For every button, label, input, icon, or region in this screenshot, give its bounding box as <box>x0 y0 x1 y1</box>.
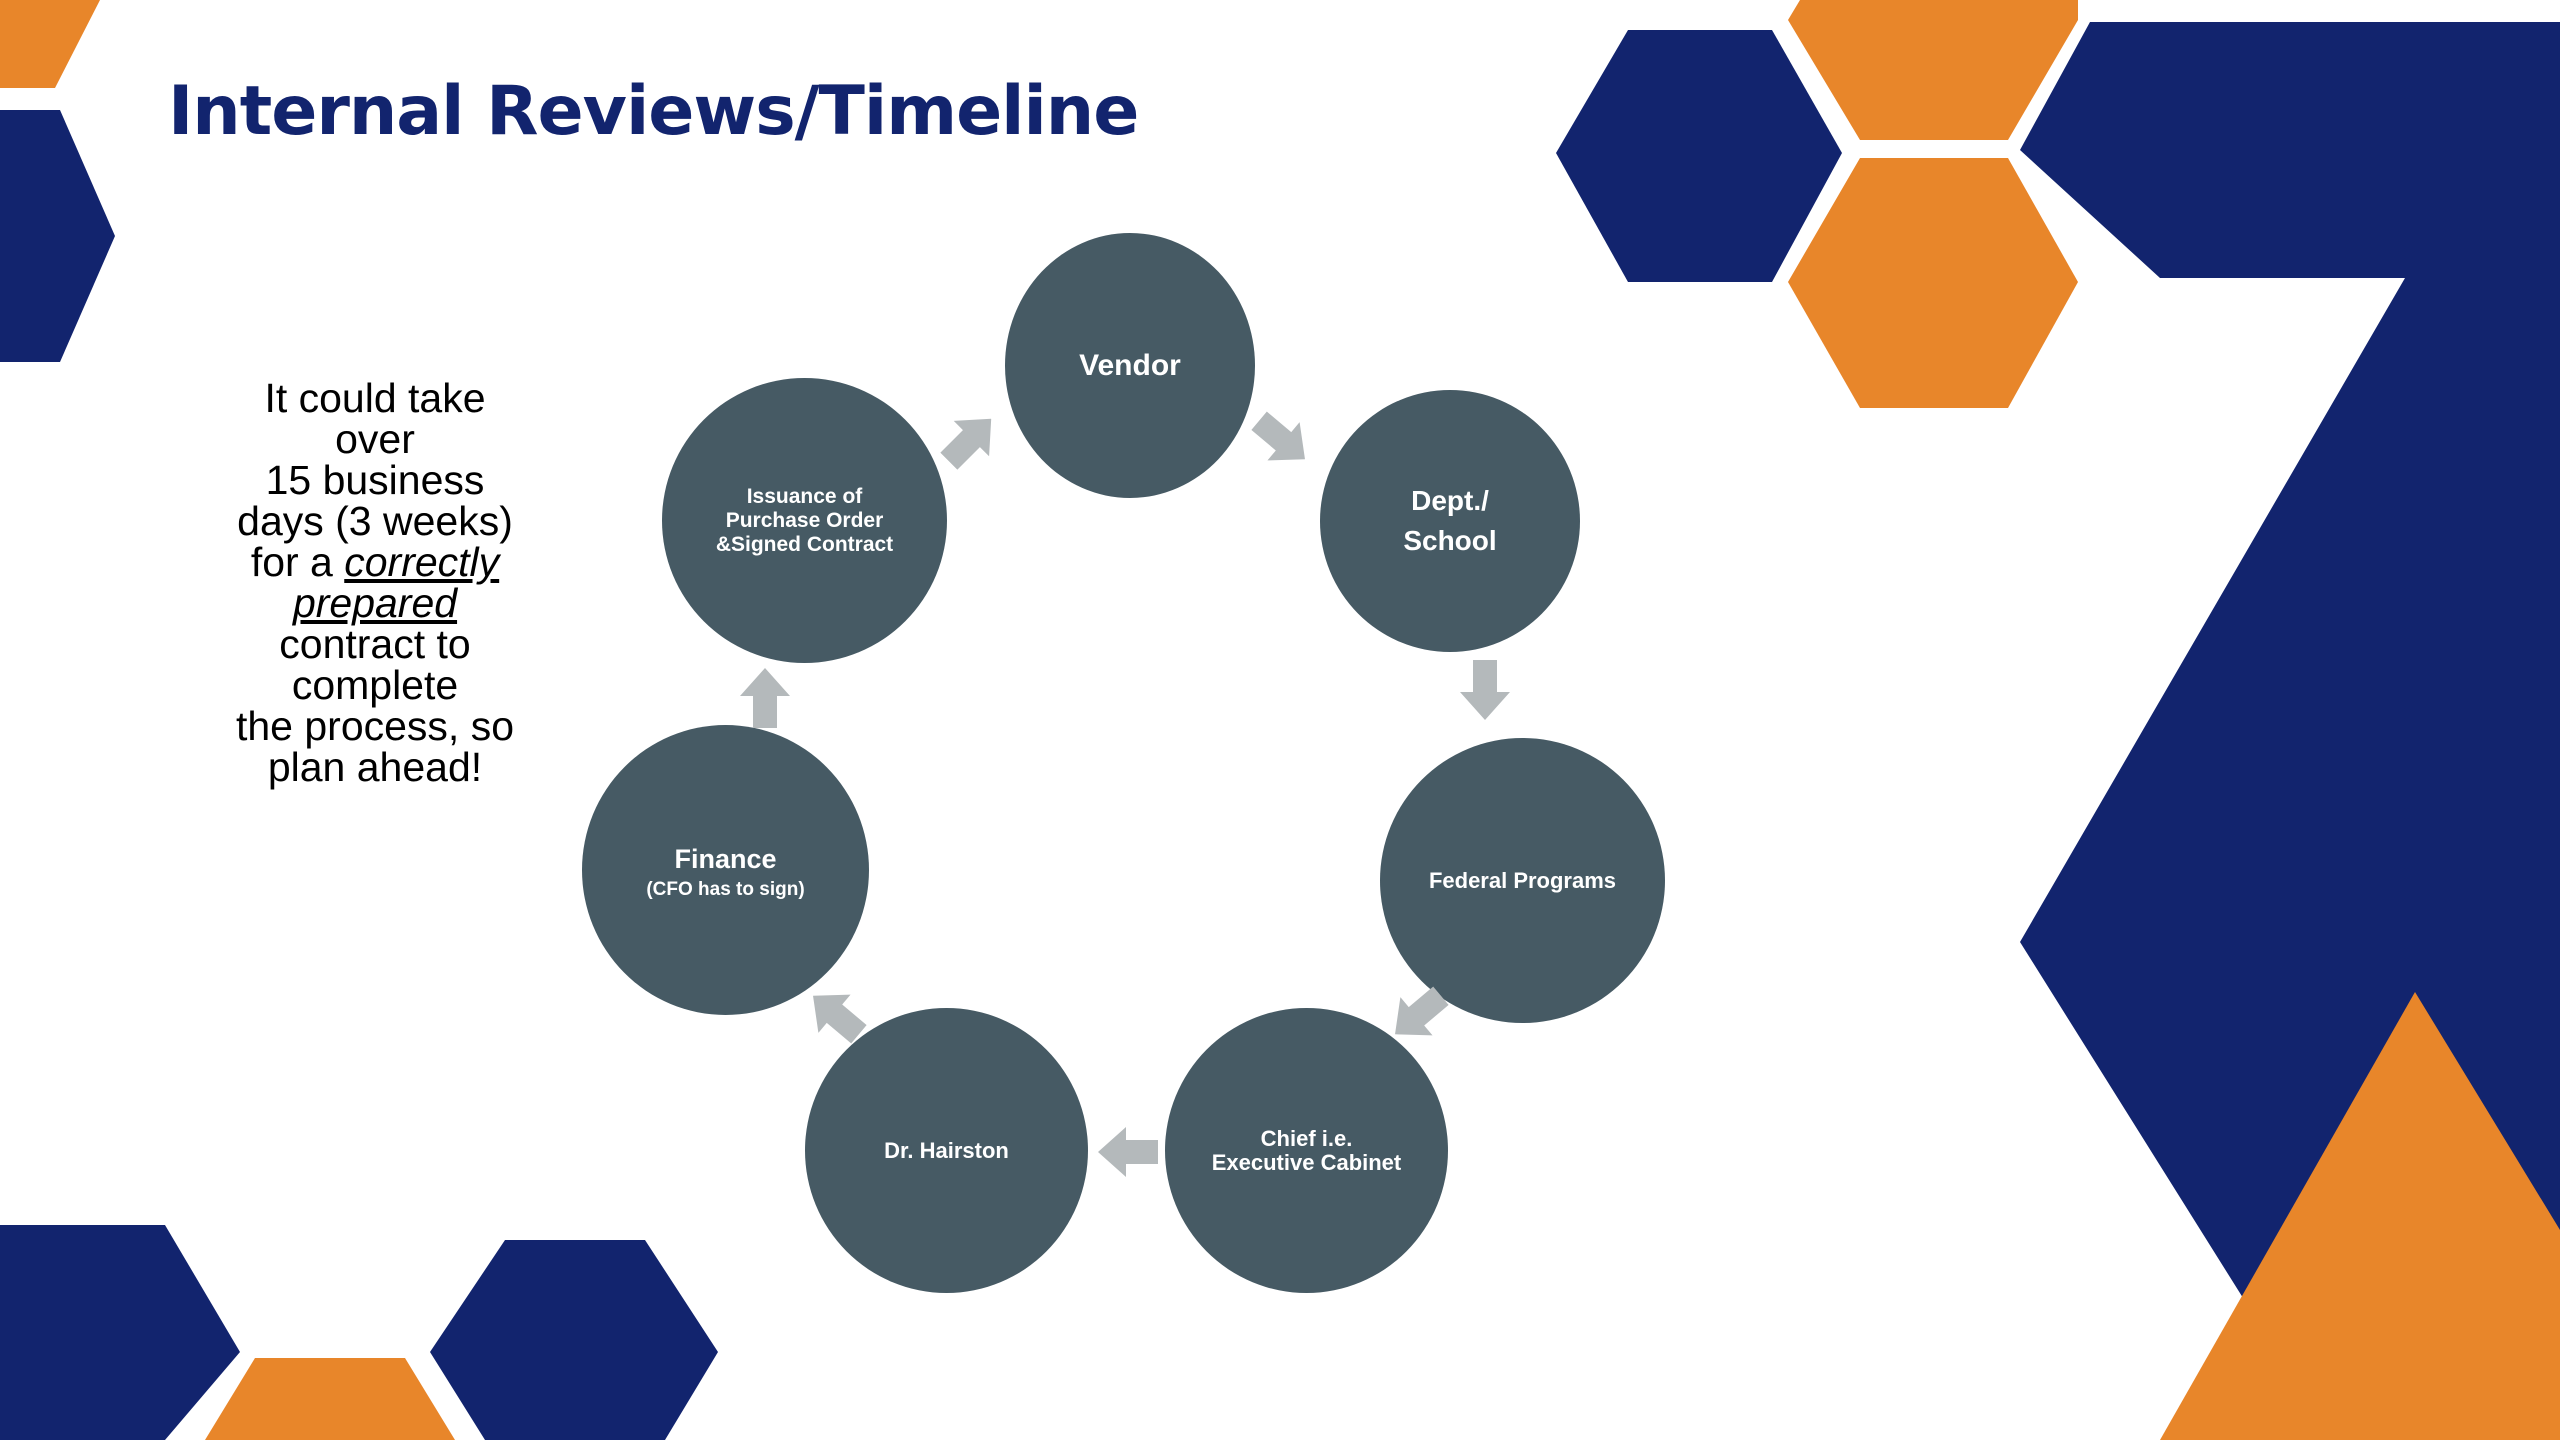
navy-hexagon-bottom-center <box>430 1240 718 1440</box>
node-label: Dr. Hairston <box>884 1137 1009 1163</box>
orange-hexagon-top-right <box>1788 0 2078 140</box>
node-dr-hairston: Dr. Hairston <box>805 1008 1088 1293</box>
note-emphasis-prepared: prepared <box>292 580 458 626</box>
slide-title: Internal Reviews/Timeline <box>168 72 1139 151</box>
edge-hairston-to-finance <box>797 977 875 1054</box>
node-federal-programs: Federal Programs <box>1380 738 1665 1023</box>
note-line-emphasis: for a correctly <box>205 542 545 583</box>
node-issuance: Issuance of Purchase Order &Signed Contr… <box>662 378 947 663</box>
note-line: It could take <box>264 375 486 421</box>
node-label: Finance <box>674 844 777 874</box>
navy-hexagon-bottom-left <box>0 1225 240 1440</box>
note-prefix: for a <box>250 539 345 585</box>
edge-issuance-to-vendor <box>931 401 1009 479</box>
edge-chief-to-hairston <box>1098 1127 1158 1177</box>
edge-dept-to-federal <box>1460 660 1510 720</box>
note-line: the process, so <box>235 703 515 749</box>
edge-vendor-to-dept <box>1243 402 1321 479</box>
note-line: days (3 weeks) <box>237 498 513 544</box>
node-label: Issuance of <box>746 484 863 508</box>
note-emphasis-correctly: correctly <box>344 539 500 585</box>
node-finance: Finance (CFO has to sign) <box>582 725 869 1015</box>
note-line: 15 business <box>265 457 485 503</box>
note-line: complete <box>291 662 459 708</box>
navy-hexagon-top-right <box>1556 30 1842 282</box>
note-line: contract to <box>279 621 471 667</box>
orange-hexagon-bottom <box>205 1358 455 1440</box>
node-chief-executive-cabinet: Chief i.e. Executive Cabinet <box>1165 1008 1448 1293</box>
edge-finance-to-issuance <box>740 668 790 728</box>
node-sublabel: (CFO has to sign) <box>646 879 805 900</box>
node-dept-school: Dept./ School <box>1320 390 1580 652</box>
node-label: School <box>1403 525 1497 556</box>
node-label: Federal Programs <box>1428 867 1617 893</box>
orange-hexagon-right-middle <box>1788 158 2078 408</box>
timeline-note: It could take over 15 business days (3 w… <box>205 378 545 788</box>
node-label: Dept./ <box>1411 485 1489 516</box>
node-label: Executive Cabinet <box>1211 1149 1402 1175</box>
node-label: Purchase Order <box>725 508 884 532</box>
node-label: Vendor <box>1079 348 1181 382</box>
node-vendor: Vendor <box>1005 233 1255 498</box>
note-line: plan ahead! <box>267 744 483 790</box>
orange-triangle-bottom-right <box>2160 992 2560 1440</box>
node-label: Chief i.e. <box>1260 1125 1353 1151</box>
navy-hexagon-left <box>0 110 115 362</box>
node-label: &Signed Contract <box>715 532 894 556</box>
edge-federal-to-chief <box>1379 977 1457 1054</box>
note-line: over <box>335 416 415 462</box>
orange-hexagon-top-left <box>0 0 100 88</box>
